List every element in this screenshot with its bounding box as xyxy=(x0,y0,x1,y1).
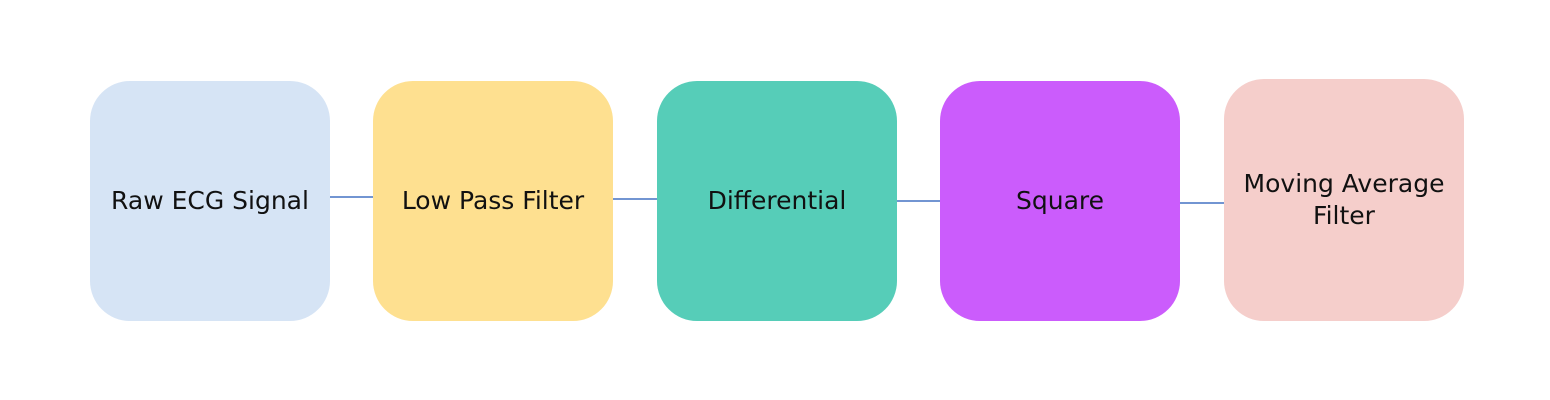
node-raw-ecg-signal: Raw ECG Signal xyxy=(90,81,330,321)
node-square: Square xyxy=(940,81,1180,321)
node-label: Differential xyxy=(707,185,847,215)
node-moving-average-filter: Moving Average Filter xyxy=(1224,79,1464,321)
node-differential: Differential xyxy=(657,81,897,321)
node-label: Low Pass Filter xyxy=(401,185,585,215)
node-label: Square xyxy=(1015,185,1104,215)
node-label: Moving Average Filter xyxy=(1243,168,1445,231)
node-label: Raw ECG Signal xyxy=(111,185,309,215)
node-low-pass-filter: Low Pass Filter xyxy=(373,81,613,321)
